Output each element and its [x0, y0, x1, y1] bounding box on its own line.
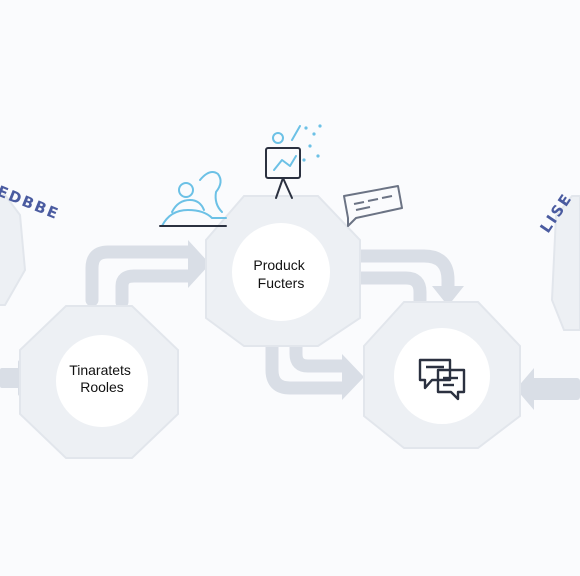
gear-far-left: [0, 194, 27, 306]
center-node-circle: [232, 223, 330, 321]
gear-left: [19, 305, 179, 459]
gear-right: [363, 301, 521, 449]
people-icon: [159, 171, 227, 227]
left-node-label-line1: Tinaratets: [69, 362, 131, 378]
gear-center: [205, 195, 361, 347]
arrow-head-center-down-return: [342, 354, 364, 400]
arrow-head-center-to-right: [432, 286, 464, 306]
chat-card-icon: [343, 185, 403, 227]
arrow-center-to-right: [353, 249, 455, 307]
gear-far-right: [550, 195, 580, 331]
arrow-left-to-center: [85, 245, 197, 309]
center-node-label: Produck Fucters: [253, 257, 308, 291]
left-node-label: Tinaratets Rooles: [69, 362, 135, 395]
right-node-circle: [394, 328, 490, 424]
easel-chart-icon: [265, 124, 322, 199]
center-node-label-line1: Produck: [253, 257, 305, 273]
chat-bubbles-icon: [418, 358, 466, 401]
center-node-label-line2: Fucters: [258, 275, 305, 291]
arrow-head-left-to-center: [188, 240, 210, 288]
left-node-label-line2: Rooles: [80, 379, 124, 395]
left-node-circle: [56, 335, 148, 427]
right-side-arrow: [516, 368, 580, 410]
arrow-center-down-return: [265, 335, 351, 395]
